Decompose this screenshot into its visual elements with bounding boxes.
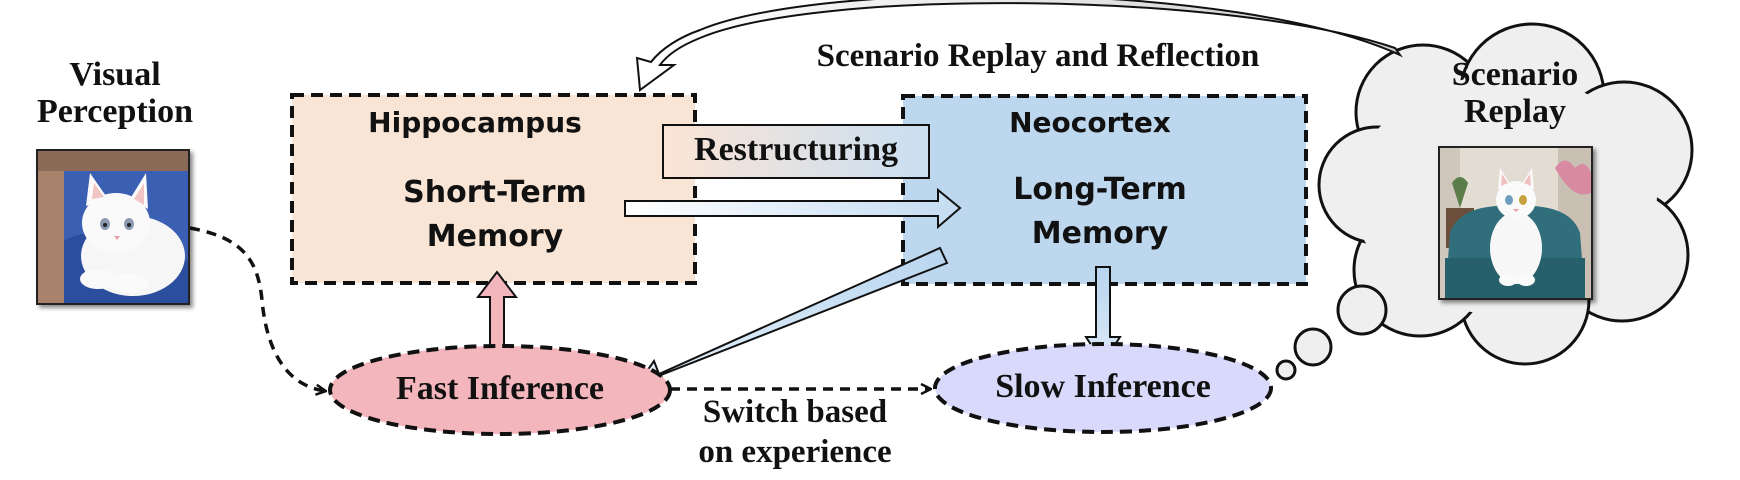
long-term-memory-label: Long-Term Memory [960,168,1240,255]
switch-line2: on experience [698,433,892,470]
hippocampus-box [290,93,697,285]
replay-reflection-arrow [635,0,1403,92]
neocortex-box [901,94,1308,286]
fast-inference-label: Fast Inference [395,370,605,407]
visual-perception-photo [36,149,190,305]
cat-image-right [1440,148,1591,298]
scenario-replay-label: Scenario Replay [1425,56,1605,131]
restructuring-label: Restructuring [694,131,898,168]
thought-bubble-large [1336,284,1388,336]
long-term-line1: Long-Term [1013,172,1187,207]
visual-perception-line1: Visual [69,56,161,93]
perception-to-fast-arrow [189,226,325,391]
short-term-line1: Short-Term [403,175,587,210]
scenario-replay-line2: Replay [1464,93,1566,131]
visual-perception-line2: Perception [36,93,194,131]
slow-inference-node [933,342,1273,434]
restructuring-box [662,124,930,179]
short-term-line2: Memory [426,218,564,254]
long-term-line2: Memory [1031,215,1169,251]
scenario-replay-photo [1438,146,1593,300]
switch-line1: Switch based [702,394,888,430]
scenario-replay-line1: Scenario [1451,56,1579,93]
switch-based-label: Switch based on experience [655,393,935,472]
hippocampus-title: Hippocampus [368,106,582,139]
short-to-long-term-arrow [624,187,962,230]
slow-inference-label: Slow Inference [995,368,1211,405]
short-term-memory-label: Short-Term Memory [355,171,635,258]
thought-bubble-small [1275,359,1297,381]
replay-reflection-label: Scenario Replay and Reflection [816,38,1260,74]
visual-perception-label: Visual Perception [20,56,210,131]
neocortex-title: Neocortex [1009,106,1171,139]
thought-bubble-medium [1293,327,1333,367]
cat-image-left [38,151,188,303]
